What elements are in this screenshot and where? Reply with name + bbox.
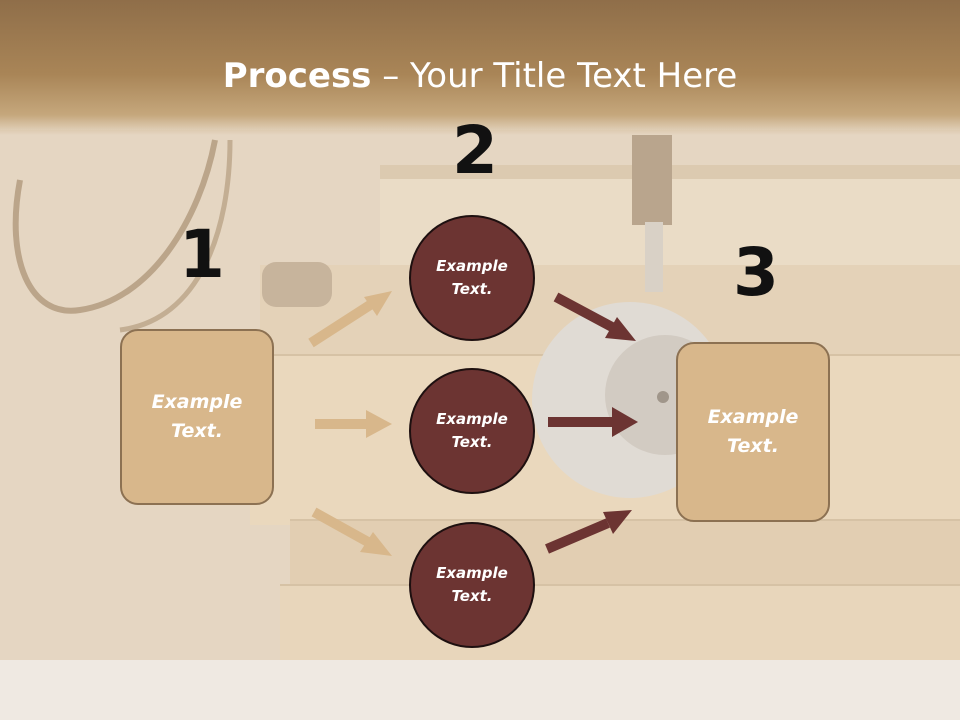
slide-title: Process – Your Title Text Here: [0, 56, 960, 96]
step-number-2: 2: [452, 112, 498, 189]
title-rest: – Your Title Text Here: [371, 56, 738, 96]
arrow-to-circle-middle: [315, 410, 392, 438]
arrow-from-circle-bottom: [545, 510, 632, 554]
arrow-from-circle-middle: [548, 407, 638, 437]
arrow-to-circle-bottom: [311, 507, 392, 556]
step-number-3: 3: [733, 234, 779, 311]
title-bar: [0, 0, 960, 135]
arrow-to-circle-top: [308, 291, 392, 348]
arrow-from-circle-top: [553, 292, 636, 341]
title-bold: Process: [222, 56, 372, 96]
step-number-1: 1: [179, 216, 225, 293]
